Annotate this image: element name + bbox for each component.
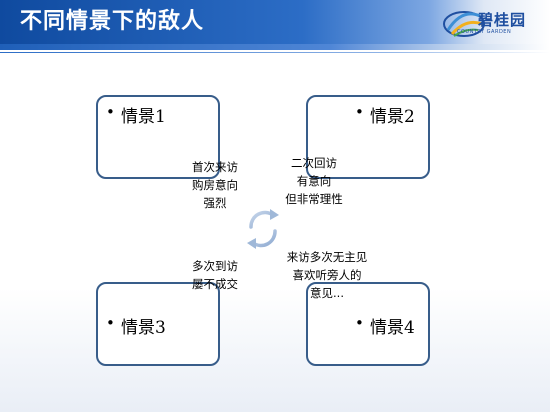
transition-note-1-line-2: 购房意向 xyxy=(192,178,238,192)
transition-note-2-line-3: 但非常理性 xyxy=(285,192,343,206)
transition-note-3-line-2: 屡不成交 xyxy=(192,277,238,291)
scenario-3-label: 情景3 xyxy=(121,318,166,338)
scenario-3-bullet: • xyxy=(106,314,115,332)
scenario-1-bullet: • xyxy=(106,103,115,121)
transition-note-1-line-3: 强烈 xyxy=(203,196,227,210)
scenario-2-label: 情景2 xyxy=(370,107,415,127)
transition-note-2-line-1: 二次回访 xyxy=(291,156,337,170)
transition-note-1: 首次来访 购房意向 强烈 xyxy=(185,158,245,212)
transition-note-3-line-1: 多次到访 xyxy=(192,259,238,273)
transition-note-3: 多次到访 屡不成交 xyxy=(185,257,245,293)
scenario-4-bullet: • xyxy=(355,314,364,332)
transition-note-2: 二次回访 有意向 但非常理性 xyxy=(278,154,350,208)
transition-note-4-line-3: 意见... xyxy=(310,286,344,300)
header-divider xyxy=(0,52,550,53)
transition-note-4-line-1: 来访多次无主见 xyxy=(286,250,368,264)
cycle-arrows-icon xyxy=(247,209,279,249)
transition-note-2-line-2: 有意向 xyxy=(296,174,332,188)
transition-note-4: 来访多次无主见 喜欢听旁人的 意见... xyxy=(280,248,374,302)
logo-text: 碧桂园 xyxy=(478,11,527,29)
country-garden-logo-icon xyxy=(443,11,485,37)
scenario-box-3 xyxy=(96,282,220,366)
header-band xyxy=(0,44,550,50)
transition-note-4-line-2: 喜欢听旁人的 xyxy=(292,268,362,282)
scenario-box-1 xyxy=(96,95,220,179)
scenario-box-2 xyxy=(306,95,430,179)
scenario-box-4 xyxy=(306,282,430,366)
header-bar xyxy=(0,0,550,44)
transition-note-1-line-1: 首次来访 xyxy=(192,160,238,174)
scenario-1-label: 情景1 xyxy=(121,107,166,127)
scenario-4-label: 情景4 xyxy=(370,318,415,338)
logo-subtext: COUNTRY GARDEN xyxy=(457,29,512,35)
slide-title: 不同情景下的敌人 xyxy=(20,9,205,34)
scenario-2-bullet: • xyxy=(355,103,364,121)
